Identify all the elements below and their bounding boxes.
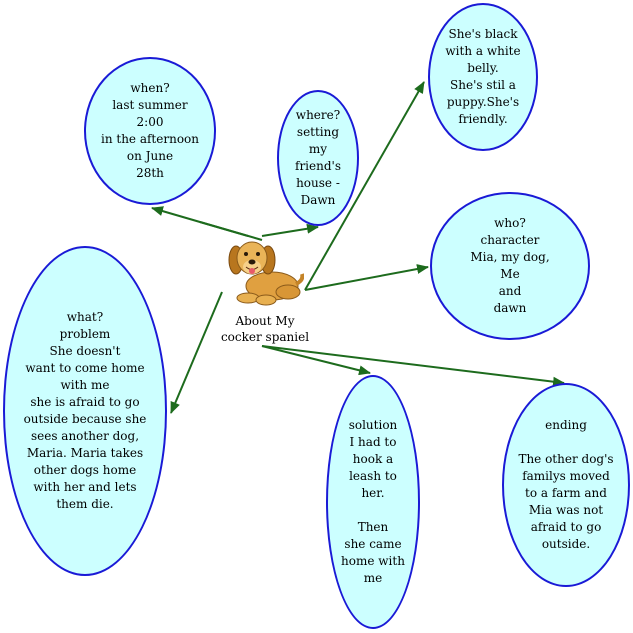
node-who: who? character Mia, my dog, Me and dawn	[430, 192, 590, 340]
arrow-to-when-start	[199, 221, 263, 241]
node-solution: solution I had to hook a leash to her. T…	[326, 375, 420, 629]
node-where: where? setting my friend's house - Dawn	[277, 90, 359, 226]
node-what: what? problem She doesn't want to come h…	[3, 246, 167, 576]
arrow-to-who	[304, 264, 429, 291]
node-what-text: what? problem She doesn't want to come h…	[23, 310, 147, 511]
node-who-text: who? character Mia, my dog, Me and dawn	[470, 216, 550, 315]
arrow-to-where	[261, 223, 319, 237]
node-solution-text: solution I had to hook a leash to her. T…	[341, 418, 405, 585]
node-appearance: She's black with a white belly. She's st…	[428, 3, 538, 151]
node-appearance-text: She's black with a white belly. She's st…	[445, 27, 521, 126]
arrow-to-solution	[261, 345, 371, 376]
arrow-to-what	[170, 291, 223, 414]
node-when: when? last summer 2:00 in the afternoon …	[84, 57, 216, 205]
dog-icon	[228, 241, 304, 306]
arrow-to-appearance	[304, 81, 425, 291]
node-where-text: where? setting my friend's house - Dawn	[295, 108, 341, 207]
node-when-text: when? last summer 2:00 in the afternoon …	[100, 81, 199, 180]
node-ending-text: ending The other dog's familys moved to …	[518, 418, 614, 551]
node-ending: ending The other dog's familys moved to …	[502, 383, 630, 587]
arrow-to-ending	[261, 345, 565, 387]
center-topic-label: About My cocker spaniel	[220, 314, 310, 344]
